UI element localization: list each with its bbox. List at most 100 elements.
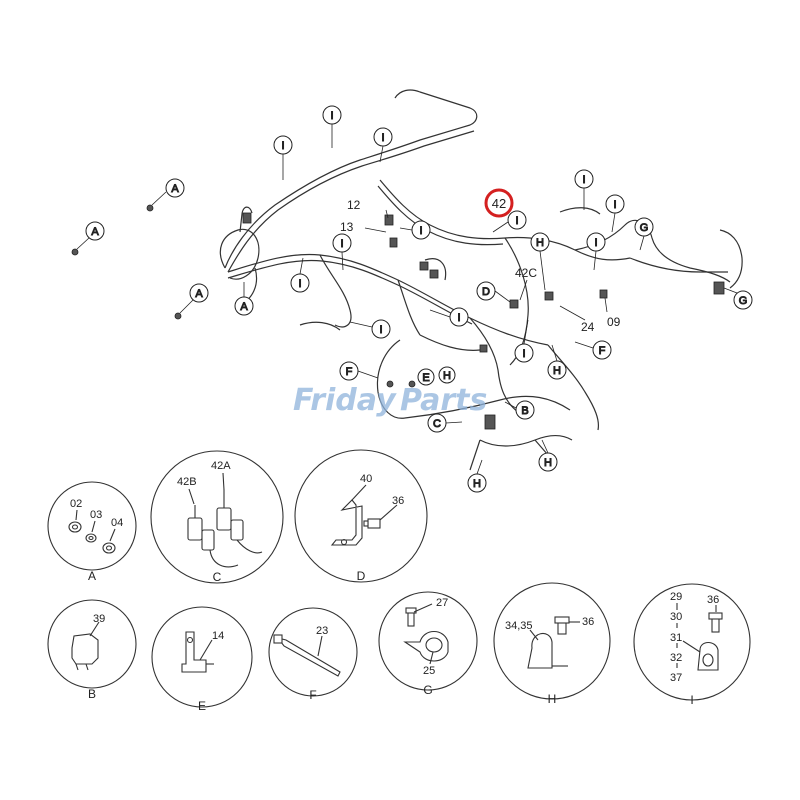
callout-i-7-text: I	[515, 215, 518, 227]
callout-h-5-text: H	[473, 478, 481, 490]
detail-i-part-29: 29	[670, 591, 682, 603]
callout-i-2-text: I	[381, 132, 384, 144]
callout-h-2-text: H	[553, 365, 561, 377]
label-42c: 42C	[515, 266, 537, 280]
detail-b-letter: B	[88, 687, 96, 701]
detail-i-part-30: 30	[670, 611, 682, 623]
callout-a-3: A	[189, 283, 209, 303]
detail-b-part-39: 39	[93, 613, 105, 625]
callout-f-1: F	[592, 340, 612, 360]
callout-i-7: I	[507, 210, 527, 230]
callout-b: B	[515, 400, 535, 420]
callout-i-1: I	[322, 105, 342, 125]
callout-a-1-text: A	[171, 183, 179, 195]
callout-h-3-text: H	[443, 370, 451, 382]
detail-f-part-23: 23	[316, 625, 328, 637]
callout-a-4-text: A	[240, 301, 248, 313]
callout-h-1-text: H	[536, 237, 544, 249]
detail-h-letter: H	[548, 692, 557, 706]
callout-i-13: I	[514, 343, 534, 363]
detail-d-part-40: 40	[360, 473, 372, 485]
callout-i-13-text: I	[522, 348, 525, 360]
callout-i-4-text: I	[340, 238, 343, 250]
watermark: Friday Parts	[293, 383, 487, 418]
callout-i-10-text: I	[594, 237, 597, 249]
detail-i-letter: I	[690, 693, 693, 707]
detail-i-part-31: 31	[670, 632, 682, 644]
callout-f-2: F	[339, 361, 359, 381]
detail-c: 42B 42A C	[150, 450, 284, 584]
callout-h-5: H	[467, 473, 487, 493]
callout-i-9-text: I	[613, 199, 616, 211]
callout-g-1: G	[634, 217, 654, 237]
callout-h-1: H	[530, 232, 550, 252]
label-12: 12	[347, 198, 361, 212]
detail-f: 23 F	[268, 607, 358, 702]
detail-b: 39 B	[47, 599, 137, 701]
callout-g-2: G	[733, 290, 753, 310]
detail-d: 40 36 D	[294, 449, 428, 583]
detail-g-part-27: 27	[436, 597, 448, 609]
callout-h-4: H	[538, 452, 558, 472]
detail-a: 02 03 04 A	[47, 481, 137, 583]
detail-a-part-04: 04	[111, 517, 123, 529]
detail-g: 27 25 G	[378, 591, 478, 697]
detail-h-part-34-35: 34,35	[505, 620, 533, 632]
callout-d: D	[476, 281, 496, 301]
detail-d-part-36: 36	[392, 495, 404, 507]
detail-c-part-42b: 42B	[177, 476, 197, 488]
harness-connectors	[71, 204, 725, 430]
detail-h: 34,35 36 H	[493, 582, 611, 706]
detail-a-letter: A	[88, 569, 96, 583]
callout-i-4: I	[332, 233, 352, 253]
detail-d-letter: D	[357, 569, 366, 583]
detail-i-part-36: 36	[707, 594, 719, 606]
callout-i-11: I	[449, 307, 469, 327]
detail-c-part-42a: 42A	[211, 460, 231, 472]
callout-c-text: C	[433, 418, 441, 430]
callout-f-2-text: F	[346, 366, 353, 378]
callout-a-3-text: A	[195, 288, 203, 300]
callout-e-text: E	[422, 372, 429, 384]
detail-g-part-25: 25	[423, 665, 435, 677]
callout-a-2: A	[85, 221, 105, 241]
callout-h-3: H	[438, 366, 456, 384]
callout-i-5-text: I	[298, 278, 301, 290]
label-42: 42	[492, 196, 506, 211]
detail-e: 14 E	[151, 606, 253, 713]
watermark-part1: Friday	[293, 383, 397, 418]
detail-a-part-02: 02	[70, 498, 82, 510]
callout-i-11-text: I	[457, 312, 460, 324]
detail-f-letter: F	[309, 688, 316, 702]
detail-i-part-37: 37	[670, 672, 682, 684]
detail-g-letter: G	[423, 683, 432, 697]
callout-i-3: I	[273, 135, 293, 155]
main-callouts: I I I I I I I I I I I I I A A A A D H G …	[85, 105, 753, 493]
callout-i-12: I	[371, 319, 391, 339]
callout-h-2: H	[547, 360, 567, 380]
callout-i-2: I	[373, 127, 393, 147]
detail-e-letter: E	[198, 699, 206, 713]
detail-h-part-36: 36	[582, 616, 594, 628]
main-number-labels: 12 13 42C 24 09	[340, 198, 621, 334]
callout-e: E	[417, 368, 435, 386]
callout-i-8: I	[574, 169, 594, 189]
label-09: 09	[607, 315, 621, 329]
detail-i-part-32: 32	[670, 652, 682, 664]
callout-a-4: A	[234, 296, 254, 316]
callout-a-1: A	[165, 178, 185, 198]
callout-i-3-text: I	[281, 140, 284, 152]
callout-i-1-text: I	[330, 110, 333, 122]
callout-g-1-text: G	[640, 222, 649, 234]
callout-h-4-text: H	[544, 457, 552, 469]
highlight-callout-42: 42	[484, 188, 514, 218]
callout-i-12-text: I	[379, 324, 382, 336]
label-13: 13	[340, 220, 354, 234]
watermark-part2: Parts	[400, 383, 487, 418]
callout-f-1-text: F	[599, 345, 606, 357]
detail-i: 29 30 31 32 37 36 I	[633, 583, 751, 707]
callout-i-6-text: I	[419, 225, 422, 237]
leader-lines	[76, 124, 738, 475]
callout-i-8-text: I	[582, 174, 585, 186]
callout-i-10: I	[586, 232, 606, 252]
